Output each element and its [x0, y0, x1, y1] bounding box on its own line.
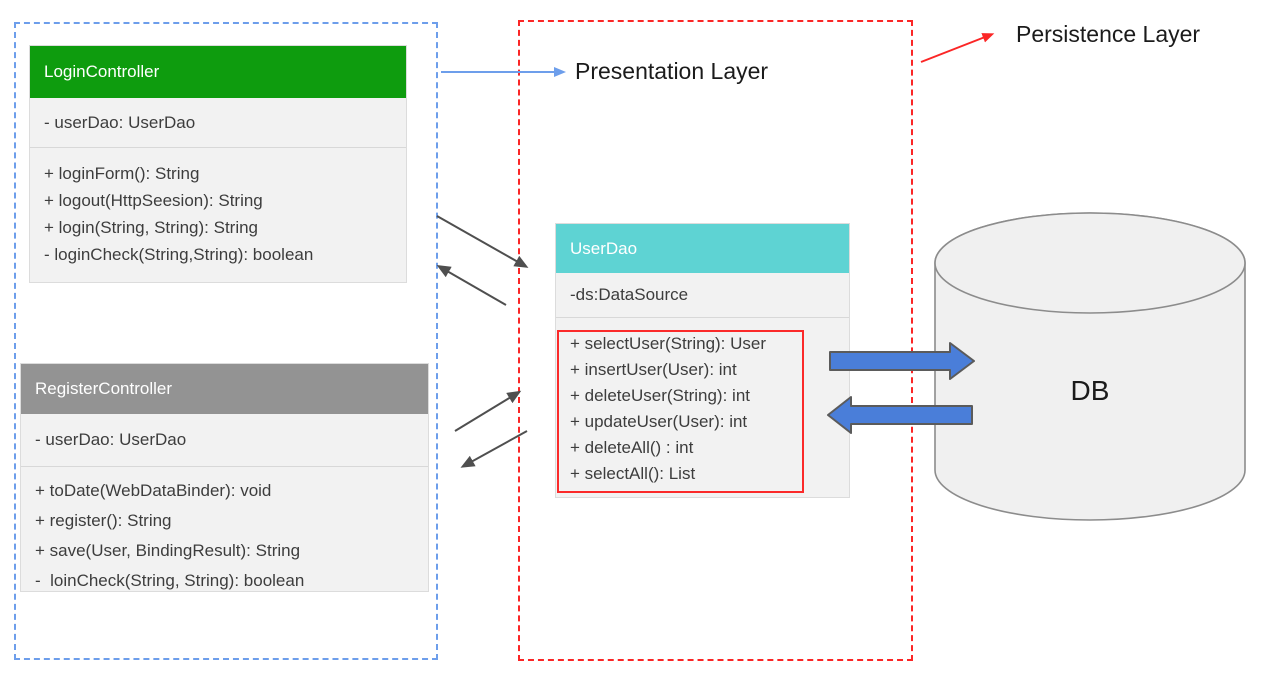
method-line: + toDate(WebDataBinder): void — [35, 481, 272, 500]
method-line: - loinCheck(String, String): boolean — [35, 571, 305, 590]
database-cylinder — [934, 212, 1246, 521]
userdao-methods: + selectUser(String): User + insertUser(… — [556, 318, 849, 487]
method-line: + deleteUser(String): int — [570, 386, 750, 405]
method-line: + selectAll(): List — [570, 464, 696, 483]
userdao-attribute: -ds:DataSource — [556, 273, 849, 318]
method-line: + save(User, BindingResult): String — [35, 541, 301, 560]
userdao-header: UserDao — [556, 224, 849, 273]
method-line: + logout(HttpSeesion): String — [44, 191, 263, 210]
register-controller-class: RegisterController - userDao: UserDao + … — [20, 363, 429, 592]
login-controller-attribute: - userDao: UserDao — [30, 98, 406, 148]
persistence-label-arrow — [920, 33, 995, 63]
logincontroller-to-userdao-arrow — [436, 215, 529, 268]
userdao-class: UserDao -ds:DataSource + selectUser(Stri… — [555, 223, 850, 498]
persistence-layer-label: Persistence Layer — [1016, 21, 1201, 47]
login-controller-class: LoginController - userDao: UserDao + log… — [29, 45, 407, 283]
userdao-to-logincontroller-arrow — [436, 265, 507, 306]
method-line: + login(String, String): String — [44, 218, 259, 237]
db-label: DB — [1070, 375, 1110, 406]
registercontroller-to-userdao-arrow — [454, 390, 522, 432]
method-line: + loginForm(): String — [44, 164, 200, 183]
presentation-layer-boundary — [14, 22, 438, 660]
login-controller-methods: + loginForm(): String + logout(HttpSeesi… — [30, 148, 406, 268]
method-line: + updateUser(User): int — [570, 412, 748, 431]
method-line: + deleteAll() : int — [570, 438, 694, 457]
method-line: + insertUser(User): int — [570, 360, 737, 379]
register-controller-attribute: - userDao: UserDao — [21, 414, 428, 467]
method-line: + register(): String — [35, 511, 172, 530]
login-controller-header: LoginController — [30, 46, 406, 98]
register-controller-header: RegisterController — [21, 364, 428, 414]
presentation-layer-label: Presentation Layer — [575, 58, 769, 84]
persistence-layer-boundary — [518, 20, 913, 661]
method-line: - loginCheck(String,String): boolean — [44, 245, 314, 264]
method-line: + selectUser(String): User — [570, 334, 767, 353]
register-controller-methods: + toDate(WebDataBinder): void + register… — [21, 467, 428, 596]
